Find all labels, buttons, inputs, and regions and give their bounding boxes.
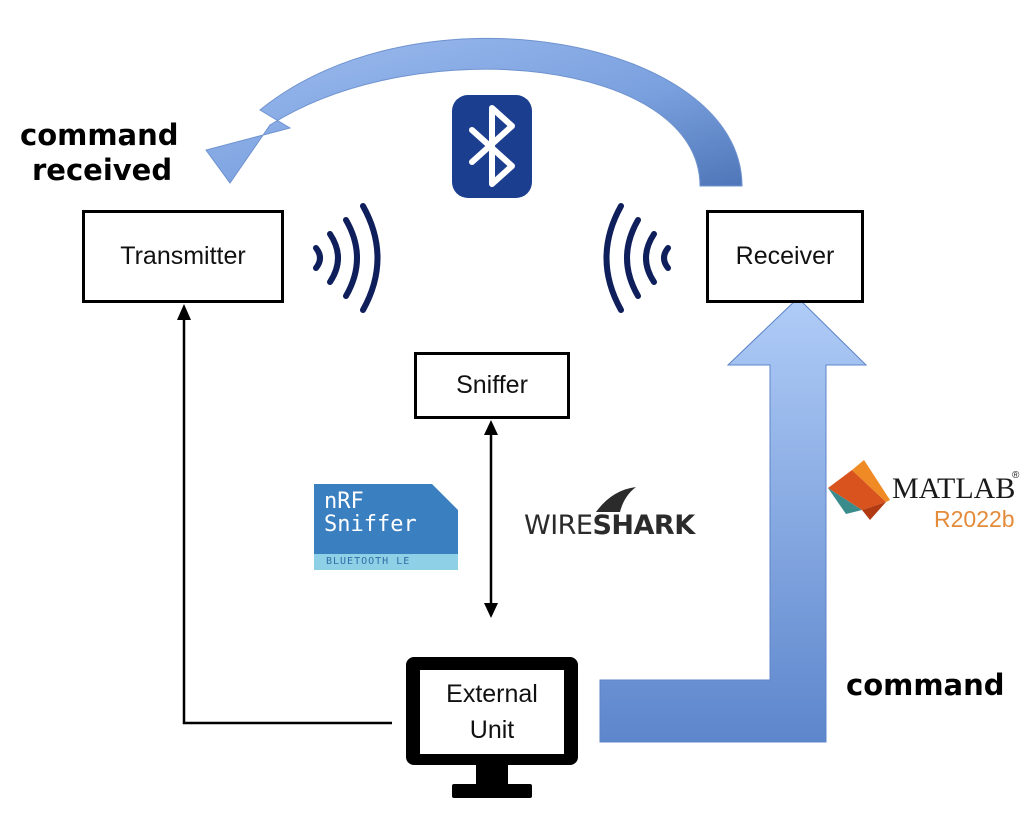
receiver-box: Receiver	[706, 210, 864, 303]
external-unit-label: External Unit	[420, 676, 564, 748]
nrf-sniffer-logo	[314, 484, 458, 570]
big-arrow-external-to-receiver	[599, 297, 868, 743]
wireless-signal-icon	[313, 203, 381, 313]
command-received-label: command received	[20, 118, 179, 188]
transmitter-label: Transmitter	[120, 242, 246, 270]
external-unit-line1: External	[446, 680, 538, 708]
nrf-line1: nRF	[324, 489, 364, 514]
external-unit-line2: Unit	[469, 716, 515, 744]
nrf-line2: Sniffer	[324, 512, 417, 537]
wireshark-shark: SHARK	[592, 510, 695, 541]
wireshark-wire: WIRE	[524, 510, 593, 541]
command-received-line2: received	[32, 152, 173, 187]
wireshark-fin-icon	[596, 487, 636, 512]
monitor-icon	[406, 657, 578, 798]
matlab-release: R2022b	[934, 506, 1015, 533]
matlab-logo	[828, 460, 890, 520]
wireless-signal-icon	[603, 203, 671, 313]
line-external-to-transmitter	[182, 318, 392, 725]
nrf-sub-text: BLUETOOTH LE	[326, 556, 411, 567]
matlab-registered: ®	[1012, 470, 1020, 481]
bluetooth-icon	[452, 95, 532, 198]
wireshark-logo: WIRESHARK	[524, 510, 695, 541]
nrf-sniffer-text: nRF Sniffer	[324, 490, 417, 536]
command-label: command	[846, 668, 1005, 702]
arrowhead-transmitter	[177, 304, 191, 320]
arrowhead-external	[484, 603, 498, 618]
transmitter-box: Transmitter	[82, 210, 284, 303]
receiver-label: Receiver	[735, 242, 835, 270]
arrowhead-sniffer	[484, 420, 498, 435]
matlab-wordmark: MATLAB	[892, 472, 1016, 505]
command-received-line1: command	[20, 118, 179, 152]
matlab-release-prefix: R	[934, 506, 951, 532]
sniffer-label: Sniffer	[456, 371, 528, 399]
curved-arrow-receiver-to-transmitter	[205, 37, 743, 187]
matlab-release-version: 2022b	[950, 506, 1015, 532]
sniffer-box: Sniffer	[414, 352, 570, 419]
